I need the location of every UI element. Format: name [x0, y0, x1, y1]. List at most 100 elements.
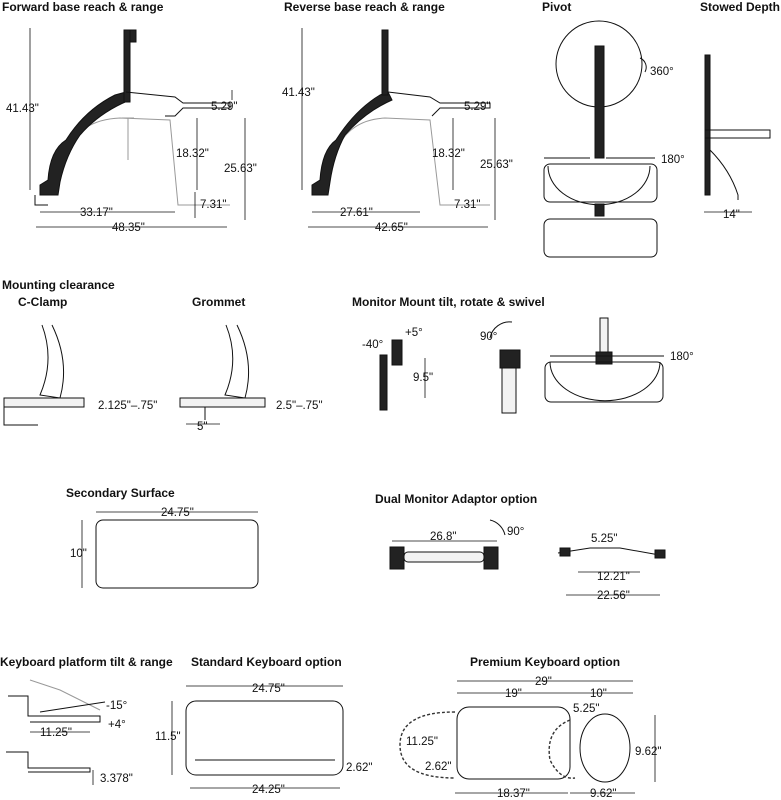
forward-w1-label: 33.17"	[80, 207, 113, 219]
pivot-swing-label: 180°	[661, 154, 685, 166]
cclamp-desk	[3, 397, 85, 408]
std-kb-top: 24.75"	[252, 683, 285, 695]
tilt-pole	[379, 354, 388, 411]
stowed-title: Stowed Depth	[700, 0, 780, 14]
kb-tilt-ghost	[29, 679, 101, 711]
kb-tilt-drop: 3.378"	[100, 773, 133, 785]
dual-angle-arrow	[489, 519, 506, 536]
mount-tilt-panel: Monitor Mount tilt, rotate & swivel -40°…	[352, 295, 694, 414]
pivot-pole	[594, 45, 605, 159]
kb-tilt-panel: Keyboard platform tilt & range -15° +4° …	[0, 655, 173, 785]
swivel-label: 180°	[670, 351, 694, 363]
dual-d3: 22.56"	[597, 590, 630, 602]
stowed-panel: Stowed Depth 14"	[700, 0, 780, 221]
reverse-pole	[381, 29, 389, 96]
forward-ghost-arm	[59, 117, 230, 206]
tilt-head	[391, 339, 403, 366]
kb-tilt-title: Keyboard platform tilt & range	[0, 655, 173, 669]
secondary-panel: Secondary Surface 24.75" 10"	[66, 486, 259, 589]
tilt-down-label: -40°	[362, 339, 383, 351]
stowed-arm	[709, 149, 739, 200]
pivot-surface-top	[543, 163, 658, 203]
prem-mouse-tray	[579, 713, 631, 783]
pivot-surface-bottom	[543, 218, 658, 258]
forward-pole	[123, 29, 131, 103]
stowed-depth-label: 14"	[723, 209, 740, 221]
cclamp-range: 2.125"–.75"	[98, 400, 157, 412]
prem-side: 10"	[590, 688, 607, 700]
reverse-w2-label: 42.65"	[375, 222, 408, 234]
dual-top-bar	[557, 547, 666, 557]
prem-main: 19"	[505, 688, 522, 700]
dual-top-left-mount	[559, 547, 571, 557]
swivel-head	[595, 351, 613, 365]
dual-left-mount	[389, 546, 405, 570]
forward-base-panel: Forward base reach & range 41.43" 5.29" …	[2, 0, 257, 234]
pivot-panel: Pivot 360° 180°	[542, 0, 685, 258]
prem-mid-swing	[548, 719, 576, 779]
secondary-width: 24.75"	[161, 507, 194, 519]
rotate-pole	[501, 367, 517, 414]
secondary-surface	[95, 519, 259, 589]
prem-left-swing	[399, 711, 456, 779]
stowed-platform	[705, 129, 771, 139]
pivot-rotate-label: 360°	[650, 66, 674, 78]
secondary-depth: 10"	[70, 548, 87, 560]
prem-kb-panel: Premium Keyboard option 29" 19" 10" 5.25…	[399, 655, 661, 800]
kb-tilt-t2: +4°	[108, 719, 126, 731]
secondary-title: Secondary Surface	[66, 486, 175, 500]
reverse-d1-label: 5.29"	[464, 101, 490, 113]
grommet-range: 2.5"–.75"	[276, 400, 323, 412]
prem-left-s: 2.62"	[425, 761, 451, 773]
grommet-desk	[179, 397, 266, 408]
dual-top-right-mount	[654, 549, 666, 559]
forward-d3-label: 25.63"	[224, 163, 257, 175]
rotate-head	[499, 349, 521, 369]
prem-left-d: 11.25"	[406, 736, 438, 748]
prem-bot1: 18.37"	[497, 788, 530, 800]
forward-d1-label: 5.29"	[211, 101, 237, 113]
forward-arm	[39, 91, 131, 196]
prem-bot2: 9.62"	[590, 788, 616, 800]
kb-tilt-up-line	[39, 701, 106, 713]
forward-title: Forward base reach & range	[2, 0, 164, 14]
std-kb-title: Standard Keyboard option	[191, 655, 342, 669]
reverse-d2-label: 18.32"	[432, 148, 465, 160]
reverse-keyboard-arm	[387, 91, 491, 117]
std-kb-tray	[185, 700, 344, 776]
kb-tilt-t1: -15°	[106, 700, 127, 712]
std-kb-side: 2.62"	[346, 762, 372, 774]
dual-panel: Dual Monitor Adaptor option 26.8" 90° 5.…	[375, 492, 666, 602]
forward-keyboard-arm	[125, 91, 231, 117]
swivel-arc	[549, 361, 661, 402]
reverse-arm	[311, 91, 393, 196]
prem-main-tray	[456, 706, 571, 780]
prem-right-d: 9.62"	[635, 746, 661, 758]
stowed-pole	[704, 54, 711, 196]
pivot-title: Pivot	[542, 0, 571, 14]
reverse-w1-label: 27.61"	[340, 207, 373, 219]
cclamp-arm	[39, 324, 65, 399]
std-kb-depth: 11.5"	[155, 731, 181, 743]
reverse-ghost-arm	[329, 117, 490, 206]
forward-height-label: 41.43"	[6, 103, 39, 115]
grommet-width: 5"	[197, 421, 207, 433]
tilt-up-label: +5°	[405, 327, 423, 339]
forward-d2-label: 18.32"	[176, 148, 209, 160]
grommet-title: Grommet	[192, 295, 245, 309]
forward-ghost-mount	[122, 117, 134, 160]
mount-tilt-title: Monitor Mount tilt, rotate & swivel	[352, 295, 545, 309]
kb-drop-platform	[6, 751, 91, 773]
std-kb-panel: Standard Keyboard option 24.75" 11.5" 2.…	[155, 655, 372, 796]
dual-title: Dual Monitor Adaptor option	[375, 492, 537, 506]
forward-clamp	[34, 195, 48, 206]
rotate-arrow	[489, 321, 513, 339]
kb-tilt-reach: 11.25"	[40, 727, 72, 739]
forward-w2-label: 48.35"	[112, 222, 145, 234]
tilt-height-label: 9.5"	[413, 372, 433, 384]
pivot-rotate-arrow	[639, 57, 647, 73]
prem-total: 29"	[535, 676, 552, 688]
prem-kb-title: Premium Keyboard option	[470, 655, 620, 669]
reverse-d3-label: 25.63"	[480, 159, 513, 171]
